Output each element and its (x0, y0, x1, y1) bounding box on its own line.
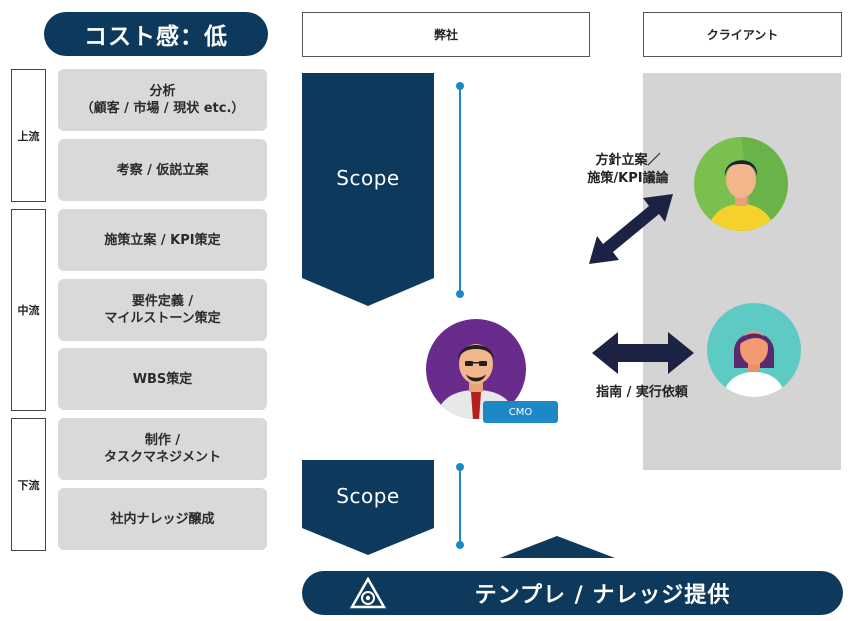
task-requirements: 要件定義 / マイルストーン策定 (58, 279, 267, 341)
timeline-dot (456, 82, 464, 90)
scope-top-label: Scope (336, 166, 400, 190)
task-kpi: 施策立案 / KPI策定 (58, 209, 267, 271)
double-arrow-horizontal-icon (592, 332, 694, 374)
task-production: 制作 / タスクマネジメント (58, 418, 267, 480)
task-wbs: WBS策定 (58, 348, 267, 410)
double-arrow-diagonal-icon (589, 194, 673, 264)
logo-icon (350, 577, 386, 609)
scope-bottom-label: Scope (336, 484, 400, 508)
task-knowledge: 社内ナレッジ醸成 (58, 488, 267, 550)
template-knowledge-banner: テンプレ / ナレッジ提供 (302, 571, 843, 615)
header-client: クライアント (643, 12, 842, 57)
timeline-line-bottom (459, 467, 461, 544)
banner-pointer (500, 536, 615, 558)
header-our-company: 弊社 (302, 12, 590, 57)
task-hypothesis: 考察 / 仮説立案 (58, 139, 267, 201)
cost-pill: コスト感：低 (44, 12, 268, 56)
cmo-badge: CMO (483, 401, 558, 423)
banner-text: テンプレ / ナレッジ提供 (474, 583, 731, 608)
timeline-dot (456, 290, 464, 298)
arrow-top-label: 方針立案／ 施策/KPI議論 (587, 153, 669, 186)
cmo-avatar (426, 319, 526, 419)
stage-label-upstream: 上流 (11, 69, 46, 202)
scope-top-chevron (302, 73, 434, 306)
client-avatar-man (694, 137, 788, 231)
arrow-bottom-label: 指南 / 実行依頼 (596, 385, 688, 400)
timeline-dot (456, 541, 464, 549)
stage-label-midstream: 中流 (11, 209, 46, 411)
client-column (643, 73, 841, 470)
task-analysis: 分析 （顧客 / 市場 / 現状 etc.） (58, 69, 267, 131)
timeline-dot (456, 463, 464, 471)
stage-label-downstream: 下流 (11, 418, 46, 551)
timeline-line-top (459, 86, 461, 294)
scope-bottom-chevron (302, 460, 434, 555)
client-avatar-woman (707, 303, 801, 397)
